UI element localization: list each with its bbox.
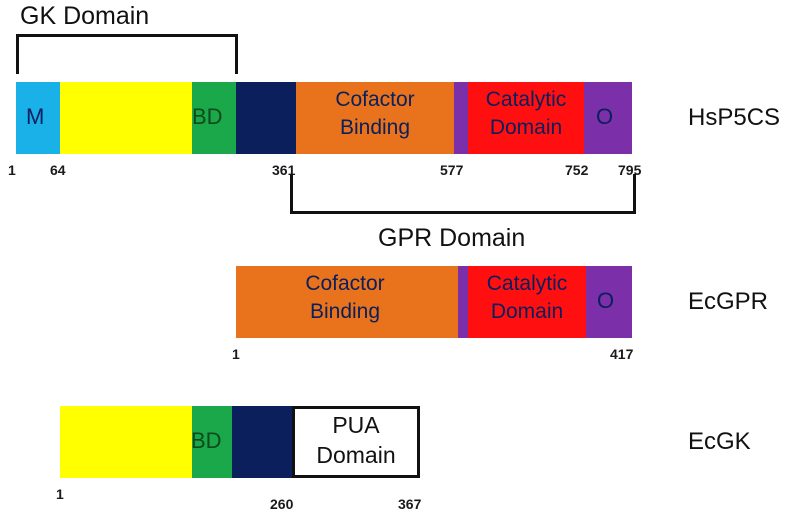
hsp5cs-name: HsP5CS [688, 104, 781, 131]
hsp5cs-gk-segment [60, 82, 192, 154]
ecgpr-cofactor-segment [236, 266, 458, 338]
ecgk-pua-label: PUA Domain [292, 410, 420, 470]
hsp5cs-catalytic-segment [468, 82, 584, 154]
hsp5cs-cofactor-segment [296, 82, 454, 154]
ecgpr-cofactor-line1: Cofactor [305, 272, 385, 295]
ecgk-pua-line2: Domain [316, 442, 396, 468]
ecgk-pos-1: 1 [56, 486, 64, 502]
hsp5cs-pos-64: 64 [50, 162, 66, 178]
hsp5cs-cofactor-line1: Cofactor [335, 88, 415, 111]
hsp5cs-pos-1: 1 [8, 162, 16, 178]
ecgk-pos-367: 367 [398, 496, 422, 512]
ecgk-bd-segment [192, 406, 232, 478]
hsp5cs-navy-segment [236, 82, 296, 154]
ecgk-bd-label: BD [191, 428, 222, 453]
hsp5cs-cofactor-label: Cofactor Binding [300, 86, 450, 142]
gpr-domain-title: GPR Domain [378, 224, 526, 252]
hsp5cs-bd-segment [192, 82, 236, 154]
hsp5cs-purple-segment [454, 82, 468, 154]
ecgk-name: EcGK [688, 428, 751, 455]
ecgpr-o-segment [586, 266, 632, 338]
ecgk-pua-line1: PUA [332, 412, 380, 438]
hsp5cs-o-label: O [596, 104, 614, 129]
hsp5cs-pos-577: 577 [440, 162, 464, 178]
hsp5cs-cofactor-line2: Binding [339, 116, 411, 139]
ecgpr-catalytic-label: Catalytic Domain [468, 270, 586, 326]
ecgk-navy-segment [232, 406, 292, 478]
hsp5cs-m-segment [16, 82, 60, 154]
hsp5cs-catalytic-label: Catalytic Domain [468, 86, 584, 142]
ecgpr-name: EcGPR [688, 288, 769, 315]
ecgpr-o-label: O [597, 288, 615, 313]
hsp5cs-pos-752: 752 [565, 162, 589, 178]
hsp5cs-o-segment [584, 82, 632, 154]
ecgpr-catalytic-segment [468, 266, 586, 338]
hsp5cs-catalytic-line2: Domain [489, 116, 563, 139]
hsp5cs-m-label: M [26, 104, 45, 129]
ecgpr-purple-segment [458, 266, 468, 338]
ecgpr-cofactor-label: Cofactor Binding [260, 270, 430, 326]
ecgpr-catalytic-line2: Domain [490, 300, 564, 323]
hsp5cs-catalytic-line1: Catalytic [485, 88, 567, 111]
hsp5cs-bd-label: BD [192, 104, 223, 129]
ecgk-gk-segment [60, 406, 192, 478]
gk-domain-title: GK Domain [20, 2, 150, 30]
ecgpr-pos-417: 417 [610, 346, 634, 362]
ecgpr-cofactor-line2: Binding [309, 300, 381, 323]
hsp5cs-pos-361: 361 [272, 162, 296, 178]
gpr-domain-bracket [290, 174, 636, 214]
ecgpr-catalytic-line1: Catalytic [486, 272, 568, 295]
gk-domain-bracket [16, 34, 238, 74]
ecgk-pua-segment [292, 406, 420, 478]
ecgk-pos-260: 260 [270, 496, 294, 512]
ecgpr-pos-1: 1 [232, 346, 240, 362]
